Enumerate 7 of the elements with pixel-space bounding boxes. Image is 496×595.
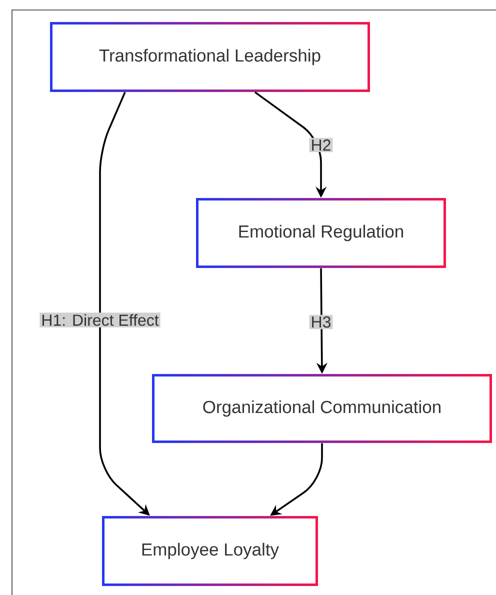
edge-label: H1: Direct Effect [40,312,160,328]
edge-label: H3 [309,314,333,330]
edge-label: H2 [309,138,333,152]
process-box: Employee Loyalty [104,518,316,584]
process-box: Organizational Communication [154,376,490,440]
process-box: Emotional Regulation [198,200,444,266]
process-box: Transformational Leadership [52,24,368,90]
